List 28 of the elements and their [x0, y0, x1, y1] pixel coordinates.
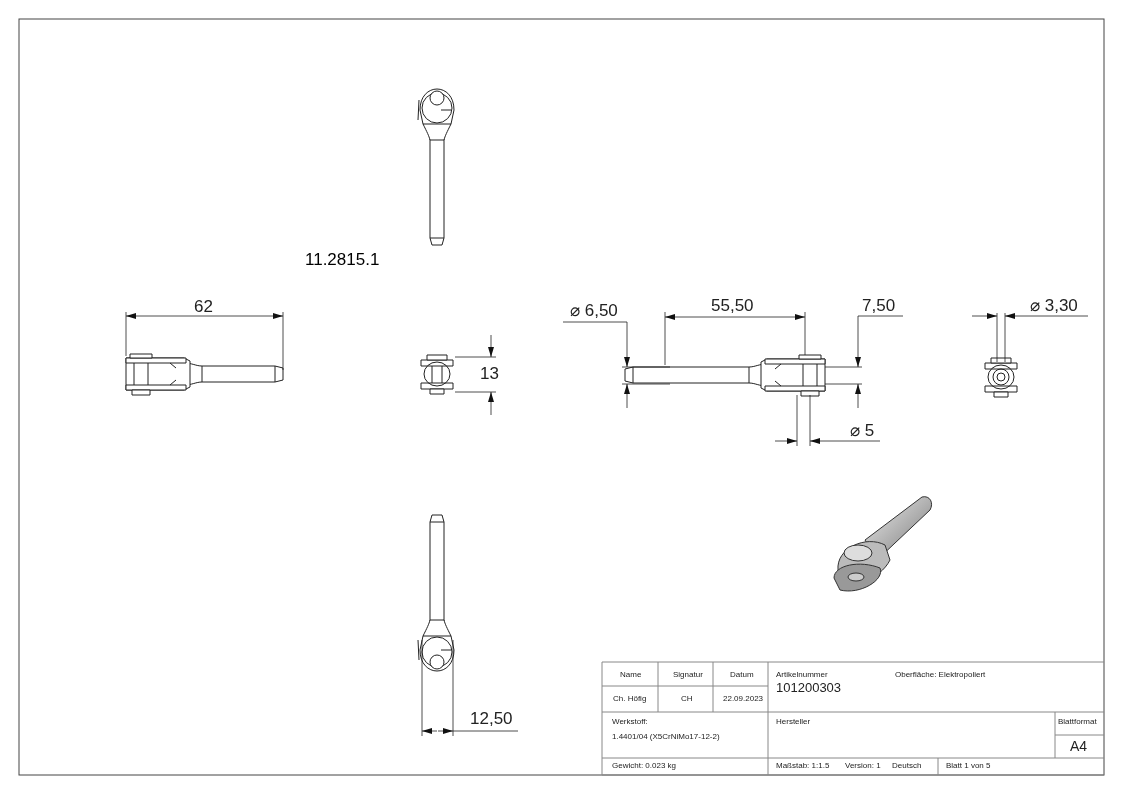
- field-label: Artikelnummer: [776, 671, 828, 680]
- field-label: Werkstoff:: [612, 718, 648, 727]
- dimension-text: ⌀ 6,50: [570, 302, 618, 321]
- table-value: CH: [681, 695, 693, 704]
- dimension-text: 7,50: [862, 297, 896, 316]
- table-value: Ch. Höfig: [613, 695, 647, 704]
- dimension-text: ⌀ 3,30: [1030, 297, 1078, 316]
- dimension-text: 55,50: [711, 297, 754, 316]
- field-label: Blattformat: [1058, 718, 1097, 727]
- table-value: 22.09.2023: [723, 695, 764, 704]
- table-header: Datum: [730, 671, 754, 680]
- field-value: Blatt 1 von 5: [946, 762, 991, 771]
- part-number: 11.2815.1: [305, 251, 380, 270]
- dimension-text: ⌀ 5: [850, 422, 875, 441]
- dimension-text: 13: [480, 365, 499, 384]
- field-value: 1.4401/04 (X5CrNiMo17-12-2): [612, 733, 720, 742]
- field-value: Deutsch: [892, 762, 922, 771]
- field-value: Gewicht: 0.023 kg: [612, 762, 677, 771]
- field-label: Hersteller: [776, 718, 811, 727]
- dimension-text: 62: [194, 298, 213, 317]
- field-value: Oberfläche: Elektropoliert: [895, 671, 986, 680]
- field-value: Version: 1: [845, 762, 881, 771]
- table-header: Name: [620, 671, 642, 680]
- field-value: Maßstab: 1:1.5: [776, 762, 830, 771]
- article-number: 101200303: [776, 681, 842, 696]
- dimension-text: 12,50: [470, 710, 513, 729]
- sheet-format: A4: [1070, 739, 1088, 755]
- table-header: Signatur: [673, 671, 703, 680]
